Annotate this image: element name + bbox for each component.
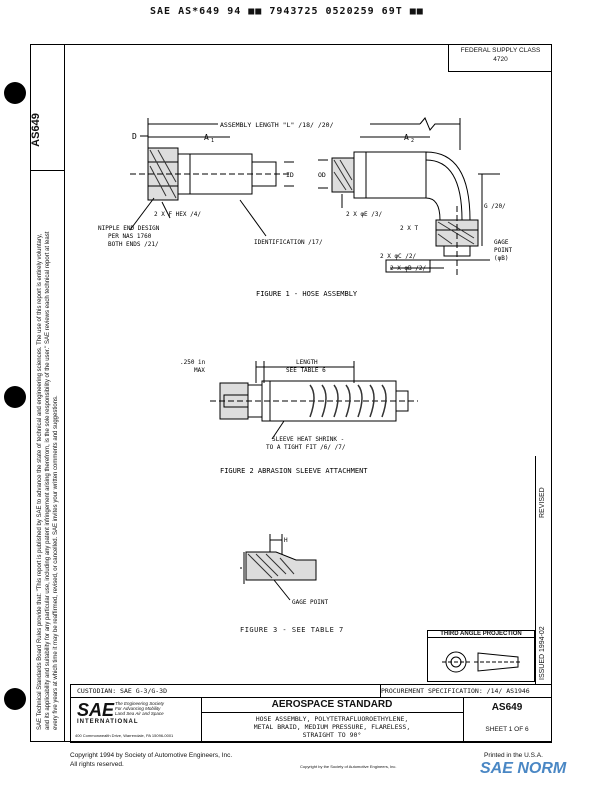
procurement-spec: PROCUREMENT SPECIFICATION: /14/ AS1946 <box>381 687 530 695</box>
gage-line-1: GAGE <box>494 239 509 246</box>
figure2-abrasion-sleeve: .250 in MAX LENGTH SEE TABLE 6 SLEEVE HE… <box>180 359 418 475</box>
title-line-1: HOSE ASSEMBLY, POLYTETRAFLUOROETHYLENE, <box>255 715 409 723</box>
aerospace-standard: AEROSPACE STANDARD <box>201 698 463 713</box>
length-label: LENGTH <box>296 359 318 366</box>
figure3-caption: FIGURE 3 - SEE TABLE 7 <box>240 626 344 634</box>
revision-divider <box>535 456 536 684</box>
nipple-line-3: BOTH ENDS /21/ <box>108 241 159 248</box>
binder-hole-middle <box>4 386 26 408</box>
phi-c-label: 2 X φC /2/ <box>380 253 417 260</box>
title-line-2: METAL BRAID, MEDIUM PRESSURE, FLARELESS, <box>253 723 411 731</box>
third-angle-projection: THIRD ANGLE PROJECTION <box>427 630 535 682</box>
phi-b-label: 2 X φB /2/ <box>390 265 427 272</box>
nipple-line-2: PER NAS 1760 <box>108 233 152 240</box>
g-label: G /20/ <box>484 203 506 210</box>
printed-in: Printed in the U.S.A. <box>484 752 543 759</box>
figure3-gage-point: H GAGE POINT <box>240 534 329 606</box>
title-block-custodian-row: CUSTODIAN: SAE G-3/G-3D PROCUREMENT SPEC… <box>70 684 552 698</box>
dim-d: D <box>132 132 137 141</box>
phi-e-label: 2 X φE /3/ <box>346 211 383 218</box>
dim-id: ID <box>286 171 294 179</box>
drawing-frame <box>30 44 552 742</box>
fsc-label: FEDERAL SUPPLY CLASS <box>460 47 541 54</box>
figure2-caption: FIGURE 2 ABRASION SLEEVE ATTACHMENT <box>220 467 368 475</box>
dim-a1-sub: 1 <box>211 138 214 144</box>
sae-norm-watermark: SAE NORM <box>480 760 567 777</box>
length-table: SEE TABLE 6 <box>286 367 326 374</box>
copyright: Copyright 1994 by Society of Automotive … <box>70 752 233 759</box>
rights-reserved: All rights reserved. <box>70 761 124 768</box>
document-id-side: AS649 <box>29 113 42 147</box>
title-line-3: STRAIGHT TO 90° <box>302 731 362 739</box>
sae-tagline: The Engineering Society For Advancing Mo… <box>115 701 165 716</box>
projection-symbol-icon <box>442 651 520 673</box>
header-stamp: SAE AS*649 94 ■■ 7943725 0520259 69T ■■ <box>150 6 424 17</box>
identification-label: IDENTIFICATION /17/ <box>254 239 323 246</box>
assembly-length-label: ASSEMBLY LENGTH "L" /18/ /20/ <box>220 121 334 129</box>
gage-line-3: (φB) <box>494 255 508 262</box>
dim-250: .250 in <box>180 359 206 366</box>
dim-od: OD <box>318 171 326 179</box>
margin-line <box>64 44 65 742</box>
issued-stamp: ISSUED 1994-02 <box>539 626 546 680</box>
custodian: CUSTODIAN: SAE G-3/G-3D <box>77 687 168 695</box>
title-block-divider <box>380 684 381 698</box>
dim-250-max: MAX <box>194 367 205 374</box>
gage-line-2: POINT <box>494 247 512 254</box>
sleeve-line-1: SLEEVE HEAT SHRINK - <box>272 436 344 443</box>
dim-a1: A <box>204 133 209 142</box>
figure1-caption: FIGURE 1 - HOSE ASSEMBLY <box>256 290 358 298</box>
technical-notice: SAE Technical Standards Board Rules prov… <box>37 231 59 730</box>
sae-logo-intl: INTERNATIONAL <box>77 719 139 725</box>
hex-label: 2 X F HEX /4/ <box>154 211 201 218</box>
sae-logo-text: SAE <box>77 700 115 720</box>
revised-stamp: REVISED <box>539 487 546 518</box>
doc-number-block: AS649 SHEET 1 OF 6 <box>463 698 551 742</box>
doc-number: AS649 <box>491 702 523 713</box>
sae-address: 400 Commonwealth Drive, Warrendale, PA 1… <box>75 733 174 738</box>
side-divider <box>30 170 64 171</box>
fsc-value: 4720 <box>493 56 508 63</box>
h-label: H <box>284 537 288 544</box>
title-block: SAE INTERNATIONAL The Engineering Societ… <box>70 697 552 743</box>
gage-point-label: GAGE POINT <box>292 599 329 606</box>
reprint-note: Copyright by the Society of Automotive E… <box>300 764 397 769</box>
federal-supply-class: FEDERAL SUPPLY CLASS 4720 <box>448 44 552 72</box>
binder-hole-bottom <box>4 688 26 710</box>
sae-logo: SAE INTERNATIONAL The Engineering Societ… <box>71 698 202 742</box>
figure1-hose-assembly: ASSEMBLY LENGTH "L" /18/ /20/ D A 1 A 2 … <box>98 117 512 298</box>
sleeve-line-2: TO A TIGHT FIT /6/ /7/ <box>266 444 346 451</box>
dim-a2: A <box>404 133 409 142</box>
dim-a2-sub: 2 <box>411 138 414 144</box>
nipple-line-1: NIPPLE END DESIGN <box>98 225 160 232</box>
title-center: AEROSPACE STANDARD HOSE ASSEMBLY, POLYTE… <box>201 698 464 742</box>
t-label: 2 X T <box>400 225 418 232</box>
sheet-number: SHEET 1 OF 6 <box>485 726 529 733</box>
binder-hole-top <box>4 82 26 104</box>
